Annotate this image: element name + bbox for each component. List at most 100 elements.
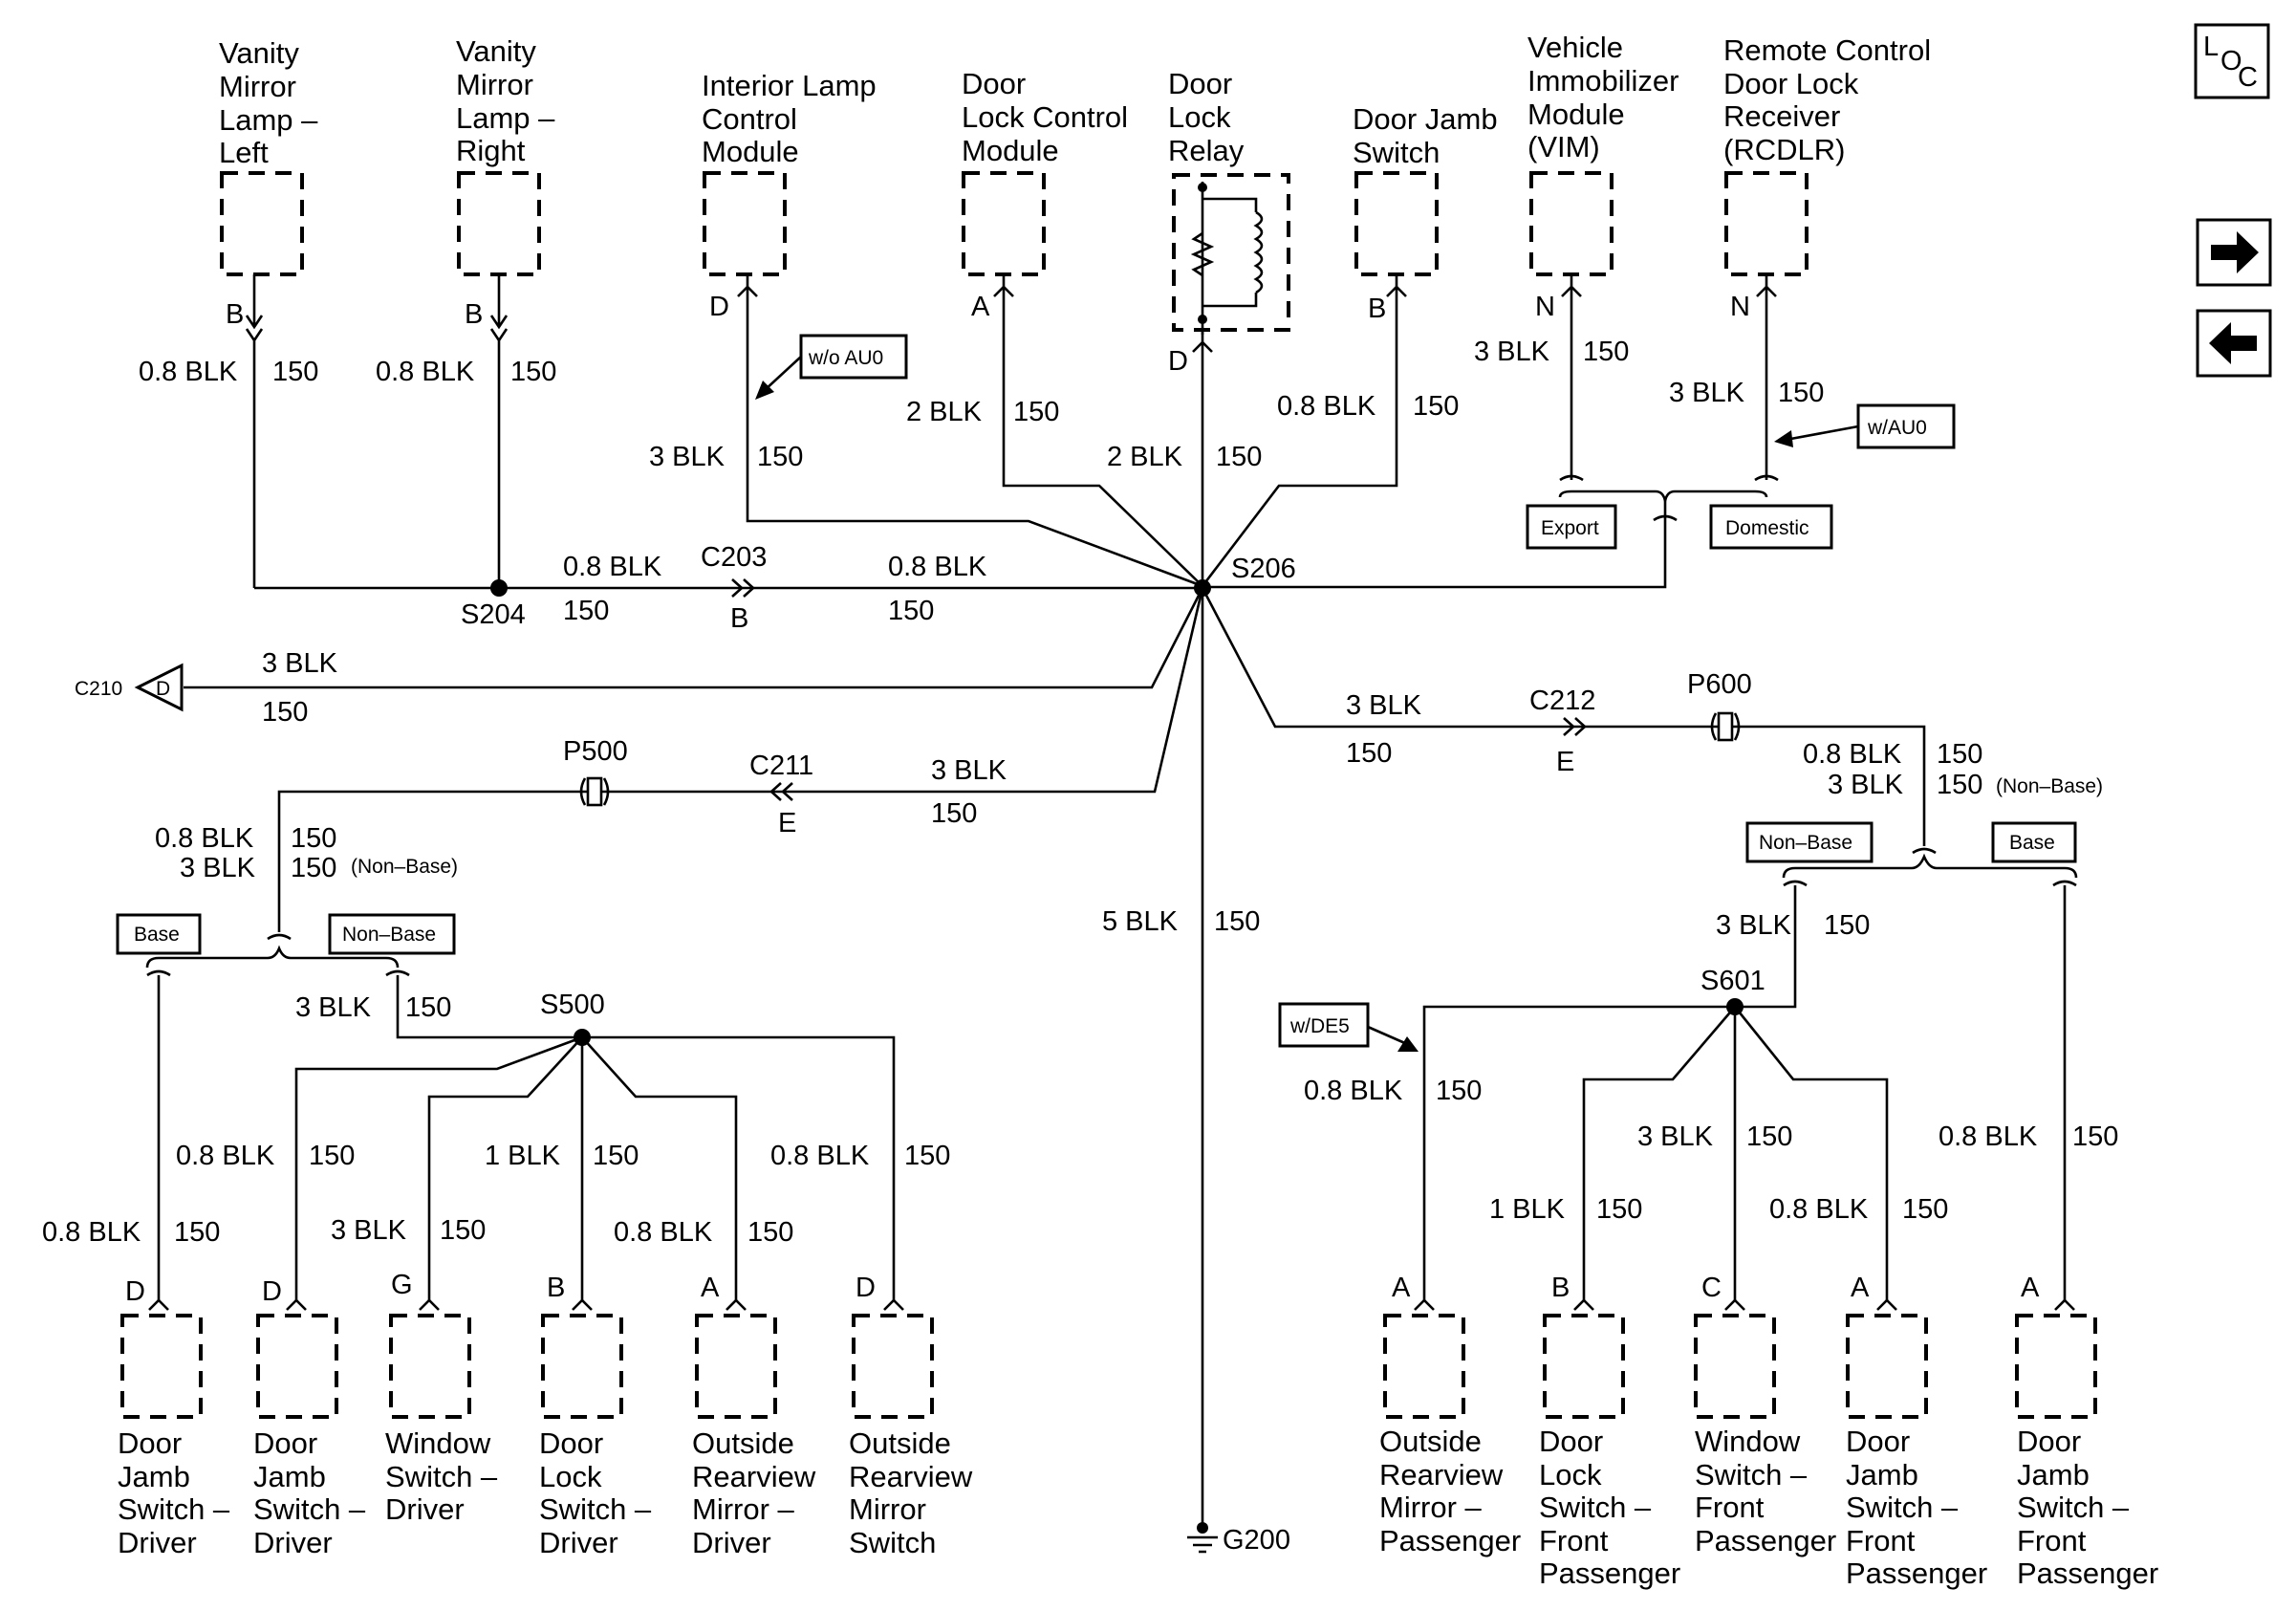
relay-junction-icon (1198, 183, 1207, 192)
svg-text:150: 150 (1214, 906, 1260, 937)
svg-text:5 BLK: 5 BLK (1102, 906, 1179, 937)
svg-text:(RCDLR): (RCDLR) (1723, 133, 1845, 166)
svg-text:150: 150 (2072, 1121, 2118, 1152)
svg-text:Lamp –: Lamp – (219, 103, 318, 137)
svg-text:150: 150 (440, 1215, 486, 1246)
svg-text:3 BLK: 3 BLK (180, 853, 256, 883)
svg-text:S204: S204 (461, 599, 526, 630)
svg-text:Driver: Driver (253, 1526, 333, 1559)
wire-g200: 5 BLK 150 G200 (1102, 906, 1290, 1556)
svg-text:0.8 BLK: 0.8 BLK (1769, 1194, 1869, 1225)
svg-text:A: A (701, 1273, 720, 1303)
loc-l-text: L (2203, 32, 2219, 62)
svg-text:D: D (856, 1273, 876, 1303)
svg-text:150: 150 (757, 442, 803, 472)
svg-text:D: D (262, 1276, 282, 1307)
svg-text:Interior Lamp: Interior Lamp (702, 69, 877, 102)
svg-text:S206: S206 (1231, 554, 1296, 584)
svg-text:N: N (1535, 292, 1555, 322)
svg-text:3 BLK: 3 BLK (931, 755, 1007, 786)
svg-text:Lock: Lock (1539, 1458, 1602, 1491)
svg-text:150: 150 (405, 992, 451, 1023)
svg-text:150: 150 (904, 1141, 950, 1171)
svg-text:Rearview: Rearview (1379, 1458, 1504, 1491)
w-de5-option-box: w/DE5 (1278, 1002, 1419, 1052)
outside-rearview-mirror-passenger: A Outside Rearview Mirror – Passenger (1379, 1273, 1521, 1557)
svg-text:150: 150 (309, 1141, 355, 1171)
relay-coil-icon (1253, 210, 1264, 294)
svg-text:(VIM): (VIM) (1527, 130, 1600, 163)
svg-text:3 BLK: 3 BLK (1716, 910, 1792, 941)
door-lock-switch-front-passenger: B Door Lock Switch – Front Passenger (1539, 1273, 1680, 1590)
svg-text:Lock: Lock (539, 1460, 602, 1493)
relay-resistor-icon (1190, 231, 1215, 277)
svg-text:Door: Door (1846, 1425, 1910, 1458)
svg-text:G: G (391, 1270, 413, 1300)
arrow-left-icon (2209, 322, 2257, 364)
svg-text:Passenger: Passenger (1695, 1524, 1836, 1557)
vanity-mirror-lamp-right: Vanity Mirror Lamp – Right (456, 34, 555, 276)
svg-text:0.8 BLK: 0.8 BLK (1803, 739, 1902, 770)
svg-text:w/AU0: w/AU0 (1867, 417, 1927, 439)
svg-text:Right: Right (456, 134, 526, 167)
svg-text:0.8 BLK: 0.8 BLK (770, 1141, 870, 1171)
svg-text:150: 150 (272, 357, 318, 387)
svg-text:Immobilizer: Immobilizer (1527, 64, 1679, 98)
svg-text:Jamb: Jamb (118, 1460, 190, 1493)
svg-text:D: D (709, 292, 729, 322)
svg-text:3 BLK: 3 BLK (1637, 1121, 1714, 1152)
svg-text:150: 150 (174, 1217, 220, 1248)
arrow-right-icon (2211, 231, 2259, 273)
svg-text:150: 150 (747, 1217, 793, 1248)
right-bottom-wiring: 3 BLK 150 S601 0.8 BLK 150 1 BLK 150 3 B… (1304, 880, 2118, 1300)
svg-text:C: C (1701, 1273, 1722, 1303)
loc-o-text: O (2220, 46, 2242, 76)
svg-text:C211: C211 (749, 751, 813, 781)
svg-text:B: B (730, 603, 748, 634)
svg-text:Relay: Relay (1168, 134, 1245, 167)
outside-rearview-mirror-driver: A Outside Rearview Mirror – Driver (692, 1273, 816, 1559)
svg-text:Module: Module (702, 135, 799, 168)
svg-text:0.8 BLK: 0.8 BLK (176, 1141, 275, 1171)
svg-text:Lamp –: Lamp – (456, 101, 555, 135)
svg-text:Door: Door (2017, 1425, 2081, 1458)
wire-vanity-left: B 0.8 BLK 150 (139, 274, 318, 588)
svg-text:Outside: Outside (692, 1426, 794, 1460)
next-page-button[interactable] (2196, 218, 2272, 287)
svg-text:150: 150 (1937, 770, 1982, 800)
svg-text:E: E (778, 808, 796, 838)
svg-text:D: D (125, 1276, 145, 1307)
svg-text:Mirror: Mirror (219, 70, 296, 103)
svg-text:150: 150 (1937, 739, 1982, 770)
svg-text:Mirror: Mirror (849, 1492, 926, 1526)
svg-text:Driver: Driver (539, 1526, 618, 1559)
svg-text:B: B (1551, 1273, 1570, 1303)
svg-text:Window: Window (385, 1426, 491, 1460)
svg-text:0.8 BLK: 0.8 BLK (614, 1217, 713, 1248)
door-lock-switch-driver: B Door Lock Switch – Driver (539, 1273, 652, 1559)
svg-text:Outside: Outside (1379, 1425, 1482, 1458)
previous-page-button[interactable] (2196, 309, 2272, 378)
svg-text:Driver: Driver (118, 1526, 197, 1559)
svg-text:Module: Module (1527, 98, 1625, 131)
svg-text:0.8 BLK: 0.8 BLK (42, 1217, 141, 1248)
svg-text:Switch –: Switch – (253, 1492, 366, 1526)
svg-text:Lock Control: Lock Control (962, 100, 1128, 134)
svg-text:Switch –: Switch – (1695, 1458, 1808, 1491)
svg-text:w/DE5: w/DE5 (1289, 1015, 1350, 1037)
wire-interior-lamp: D 3 BLK 150 (649, 274, 1203, 588)
w-au0-option-box: w/AU0 (1774, 403, 1956, 449)
svg-text:0.8 BLK: 0.8 BLK (888, 552, 987, 582)
svg-text:Passenger: Passenger (1379, 1524, 1521, 1557)
svg-text:Window: Window (1695, 1425, 1801, 1458)
svg-text:150: 150 (291, 823, 336, 854)
svg-text:A: A (1851, 1273, 1870, 1303)
window-switch-front-passenger: C Window Switch – Front Passenger (1694, 1273, 1836, 1557)
svg-text:C212: C212 (1529, 686, 1595, 716)
base-option-box-left: Base (116, 913, 202, 955)
export-domestic-bracket (1202, 490, 1768, 589)
svg-text:0.8 BLK: 0.8 BLK (155, 823, 254, 854)
svg-text:C203: C203 (701, 542, 767, 573)
loc-button[interactable]: L O C (2194, 23, 2270, 99)
svg-text:Jamb: Jamb (253, 1460, 326, 1493)
